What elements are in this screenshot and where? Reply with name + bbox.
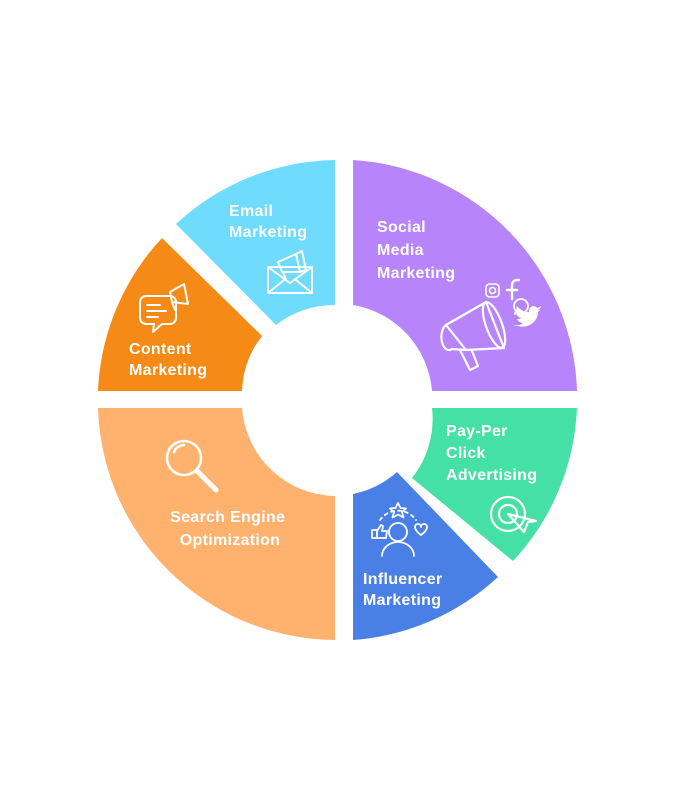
chat-megaphone-icon bbox=[139, 283, 189, 333]
segment-pay-per-click bbox=[412, 408, 577, 561]
label-content: Content Marketing bbox=[129, 341, 207, 379]
magnifier-icon bbox=[165, 439, 219, 493]
label-pay-per-click: Pay-Per Click Advertising bbox=[446, 423, 537, 484]
megaphone-social-icon bbox=[440, 300, 507, 372]
label-influencer: Influencer Marketing bbox=[363, 571, 447, 609]
envelope-megaphone-icon bbox=[267, 250, 313, 294]
segment-seo bbox=[98, 408, 335, 640]
influencer-person-icon bbox=[371, 502, 428, 557]
instagram-icon bbox=[485, 283, 500, 298]
segment-email bbox=[176, 160, 335, 325]
facebook-icon bbox=[505, 278, 521, 301]
label-seo: Search Engine Optimization bbox=[170, 509, 290, 549]
segment-social-media bbox=[353, 160, 577, 391]
target-cursor-icon bbox=[489, 495, 538, 534]
segment-content bbox=[98, 238, 262, 391]
label-social-media: Social Media Marketing bbox=[377, 219, 455, 282]
twitter-icon bbox=[511, 306, 541, 327]
label-email: Email Marketing bbox=[229, 203, 307, 241]
segment-influencer bbox=[353, 472, 498, 640]
